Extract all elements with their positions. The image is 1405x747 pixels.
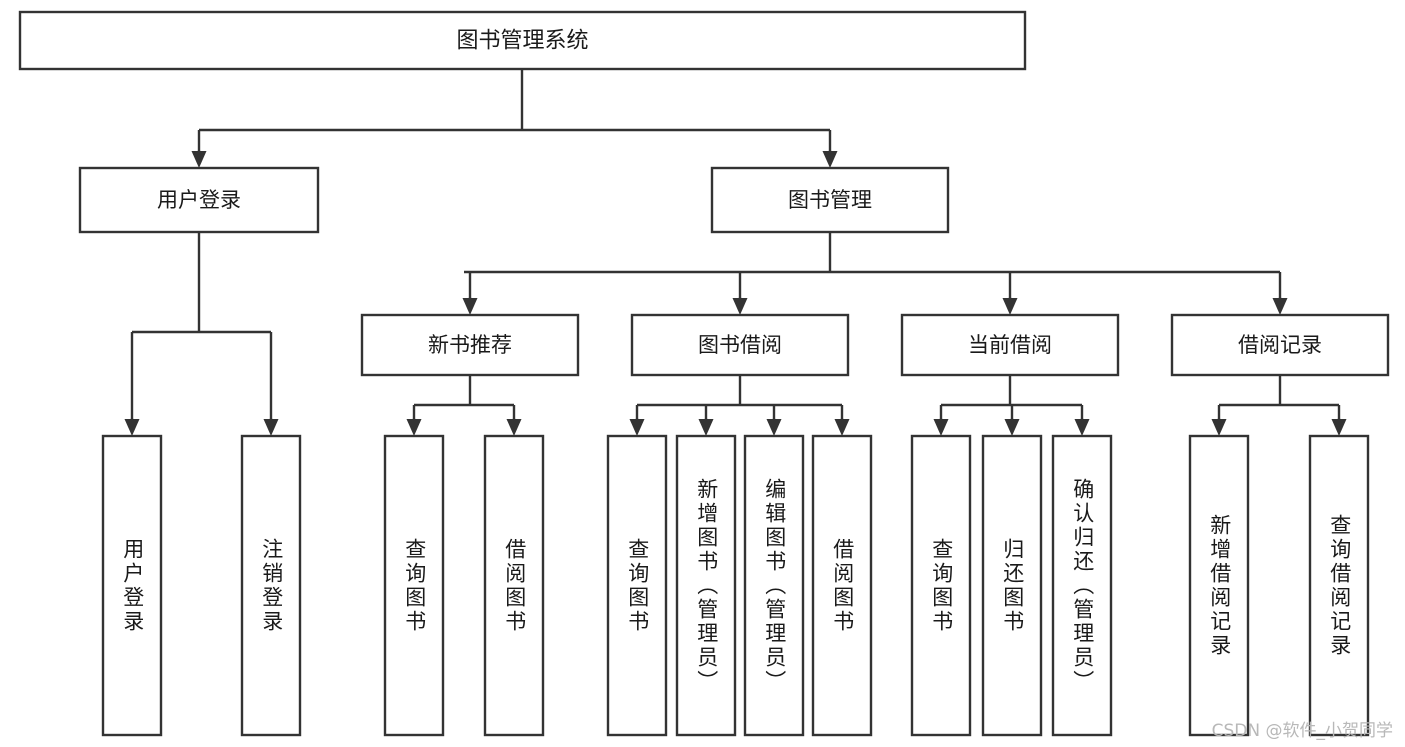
node-box-rect xyxy=(710,166,950,234)
node-box-rect xyxy=(78,166,320,234)
leaf-box-rect xyxy=(240,434,302,737)
root-to-user-login-arrow xyxy=(191,151,207,168)
leaf-node-7[interactable] xyxy=(811,434,873,737)
leaf-node-1[interactable] xyxy=(240,434,302,737)
node-level3-1[interactable]: 图书借阅 xyxy=(630,313,850,377)
user-login-to-leaf-1-arrow xyxy=(263,419,279,436)
leaf-box-rect xyxy=(1051,434,1113,737)
node-root-0[interactable]: 图书管理系统 xyxy=(18,10,1027,71)
book-mgmt-to-level3-2-arrow xyxy=(1002,298,1018,315)
connectors-layer xyxy=(124,69,1347,436)
leaf-node-6[interactable] xyxy=(743,434,805,737)
node-label: 图书管理系统 xyxy=(456,29,588,54)
leaf-box-rect xyxy=(675,434,737,737)
leaf-box-rect xyxy=(811,434,873,737)
leaf-node-4[interactable] xyxy=(606,434,668,737)
leaf-box-rect xyxy=(101,434,163,737)
leaf-box-rect xyxy=(910,434,972,737)
leaf-node-8[interactable] xyxy=(910,434,972,737)
leaf-drop-图书借阅-1-arrow xyxy=(698,419,714,436)
root-to-book-mgmt-arrow xyxy=(822,151,838,168)
node-level3-2[interactable]: 当前借阅 xyxy=(900,313,1120,377)
leaf-drop-当前借阅-1-arrow xyxy=(1004,419,1020,436)
leaf-node-11[interactable] xyxy=(1188,434,1250,737)
leaf-box-rect xyxy=(383,434,445,737)
leaf-drop-当前借阅-0-arrow xyxy=(933,419,949,436)
leaf-node-10[interactable] xyxy=(1051,434,1113,737)
node-label: 图书借阅 xyxy=(698,333,782,357)
node-level2-0[interactable]: 用户登录 xyxy=(78,166,320,234)
user-login-to-leaf-0-arrow xyxy=(124,419,140,436)
node-level3-0[interactable]: 新书推荐 xyxy=(360,313,580,377)
node-box-rect xyxy=(900,313,1120,377)
node-level2-1[interactable]: 图书管理 xyxy=(710,166,950,234)
node-box-rect xyxy=(630,313,850,377)
leaf-node-12[interactable] xyxy=(1308,434,1370,737)
leaf-drop-图书借阅-3-arrow xyxy=(834,419,850,436)
leaf-drop-新书推荐-1-arrow xyxy=(506,419,522,436)
leaf-box-rect xyxy=(981,434,1043,737)
watermark-text: CSDN @软件_小贺同学 xyxy=(1211,721,1393,741)
node-box-rect xyxy=(1170,313,1390,377)
node-label: 借阅记录 xyxy=(1238,333,1322,357)
node-box-rect xyxy=(18,10,1027,71)
node-level3-3[interactable]: 借阅记录 xyxy=(1170,313,1390,377)
leaf-box-rect xyxy=(1188,434,1250,737)
leaf-node-3[interactable] xyxy=(483,434,545,737)
leaf-drop-图书借阅-2-arrow xyxy=(766,419,782,436)
book-mgmt-to-level3-1-arrow xyxy=(732,298,748,315)
leaf-node-2[interactable] xyxy=(383,434,445,737)
leaf-node-9[interactable] xyxy=(981,434,1043,737)
leaf-drop-新书推荐-0-arrow xyxy=(406,419,422,436)
node-label: 用户登录 xyxy=(157,188,241,212)
node-label: 当前借阅 xyxy=(968,333,1052,357)
book-mgmt-to-level3-3-arrow xyxy=(1272,298,1288,315)
node-label: 新书推荐 xyxy=(428,333,512,357)
leaf-node-0[interactable] xyxy=(101,434,163,737)
leaf-box-rect xyxy=(483,434,545,737)
leaf-box-rect xyxy=(743,434,805,737)
leaf-node-5[interactable] xyxy=(675,434,737,737)
leaf-drop-图书借阅-0-arrow xyxy=(629,419,645,436)
leaf-box-rect xyxy=(1308,434,1370,737)
leaf-box-rect xyxy=(606,434,668,737)
node-label: 图书管理 xyxy=(788,188,872,212)
book-mgmt-to-level3-0-arrow xyxy=(462,298,478,315)
node-box-rect xyxy=(360,313,580,377)
leaf-drop-借阅记录-1-arrow xyxy=(1331,419,1347,436)
leaf-drop-当前借阅-2-arrow xyxy=(1074,419,1090,436)
leaf-drop-借阅记录-0-arrow xyxy=(1211,419,1227,436)
